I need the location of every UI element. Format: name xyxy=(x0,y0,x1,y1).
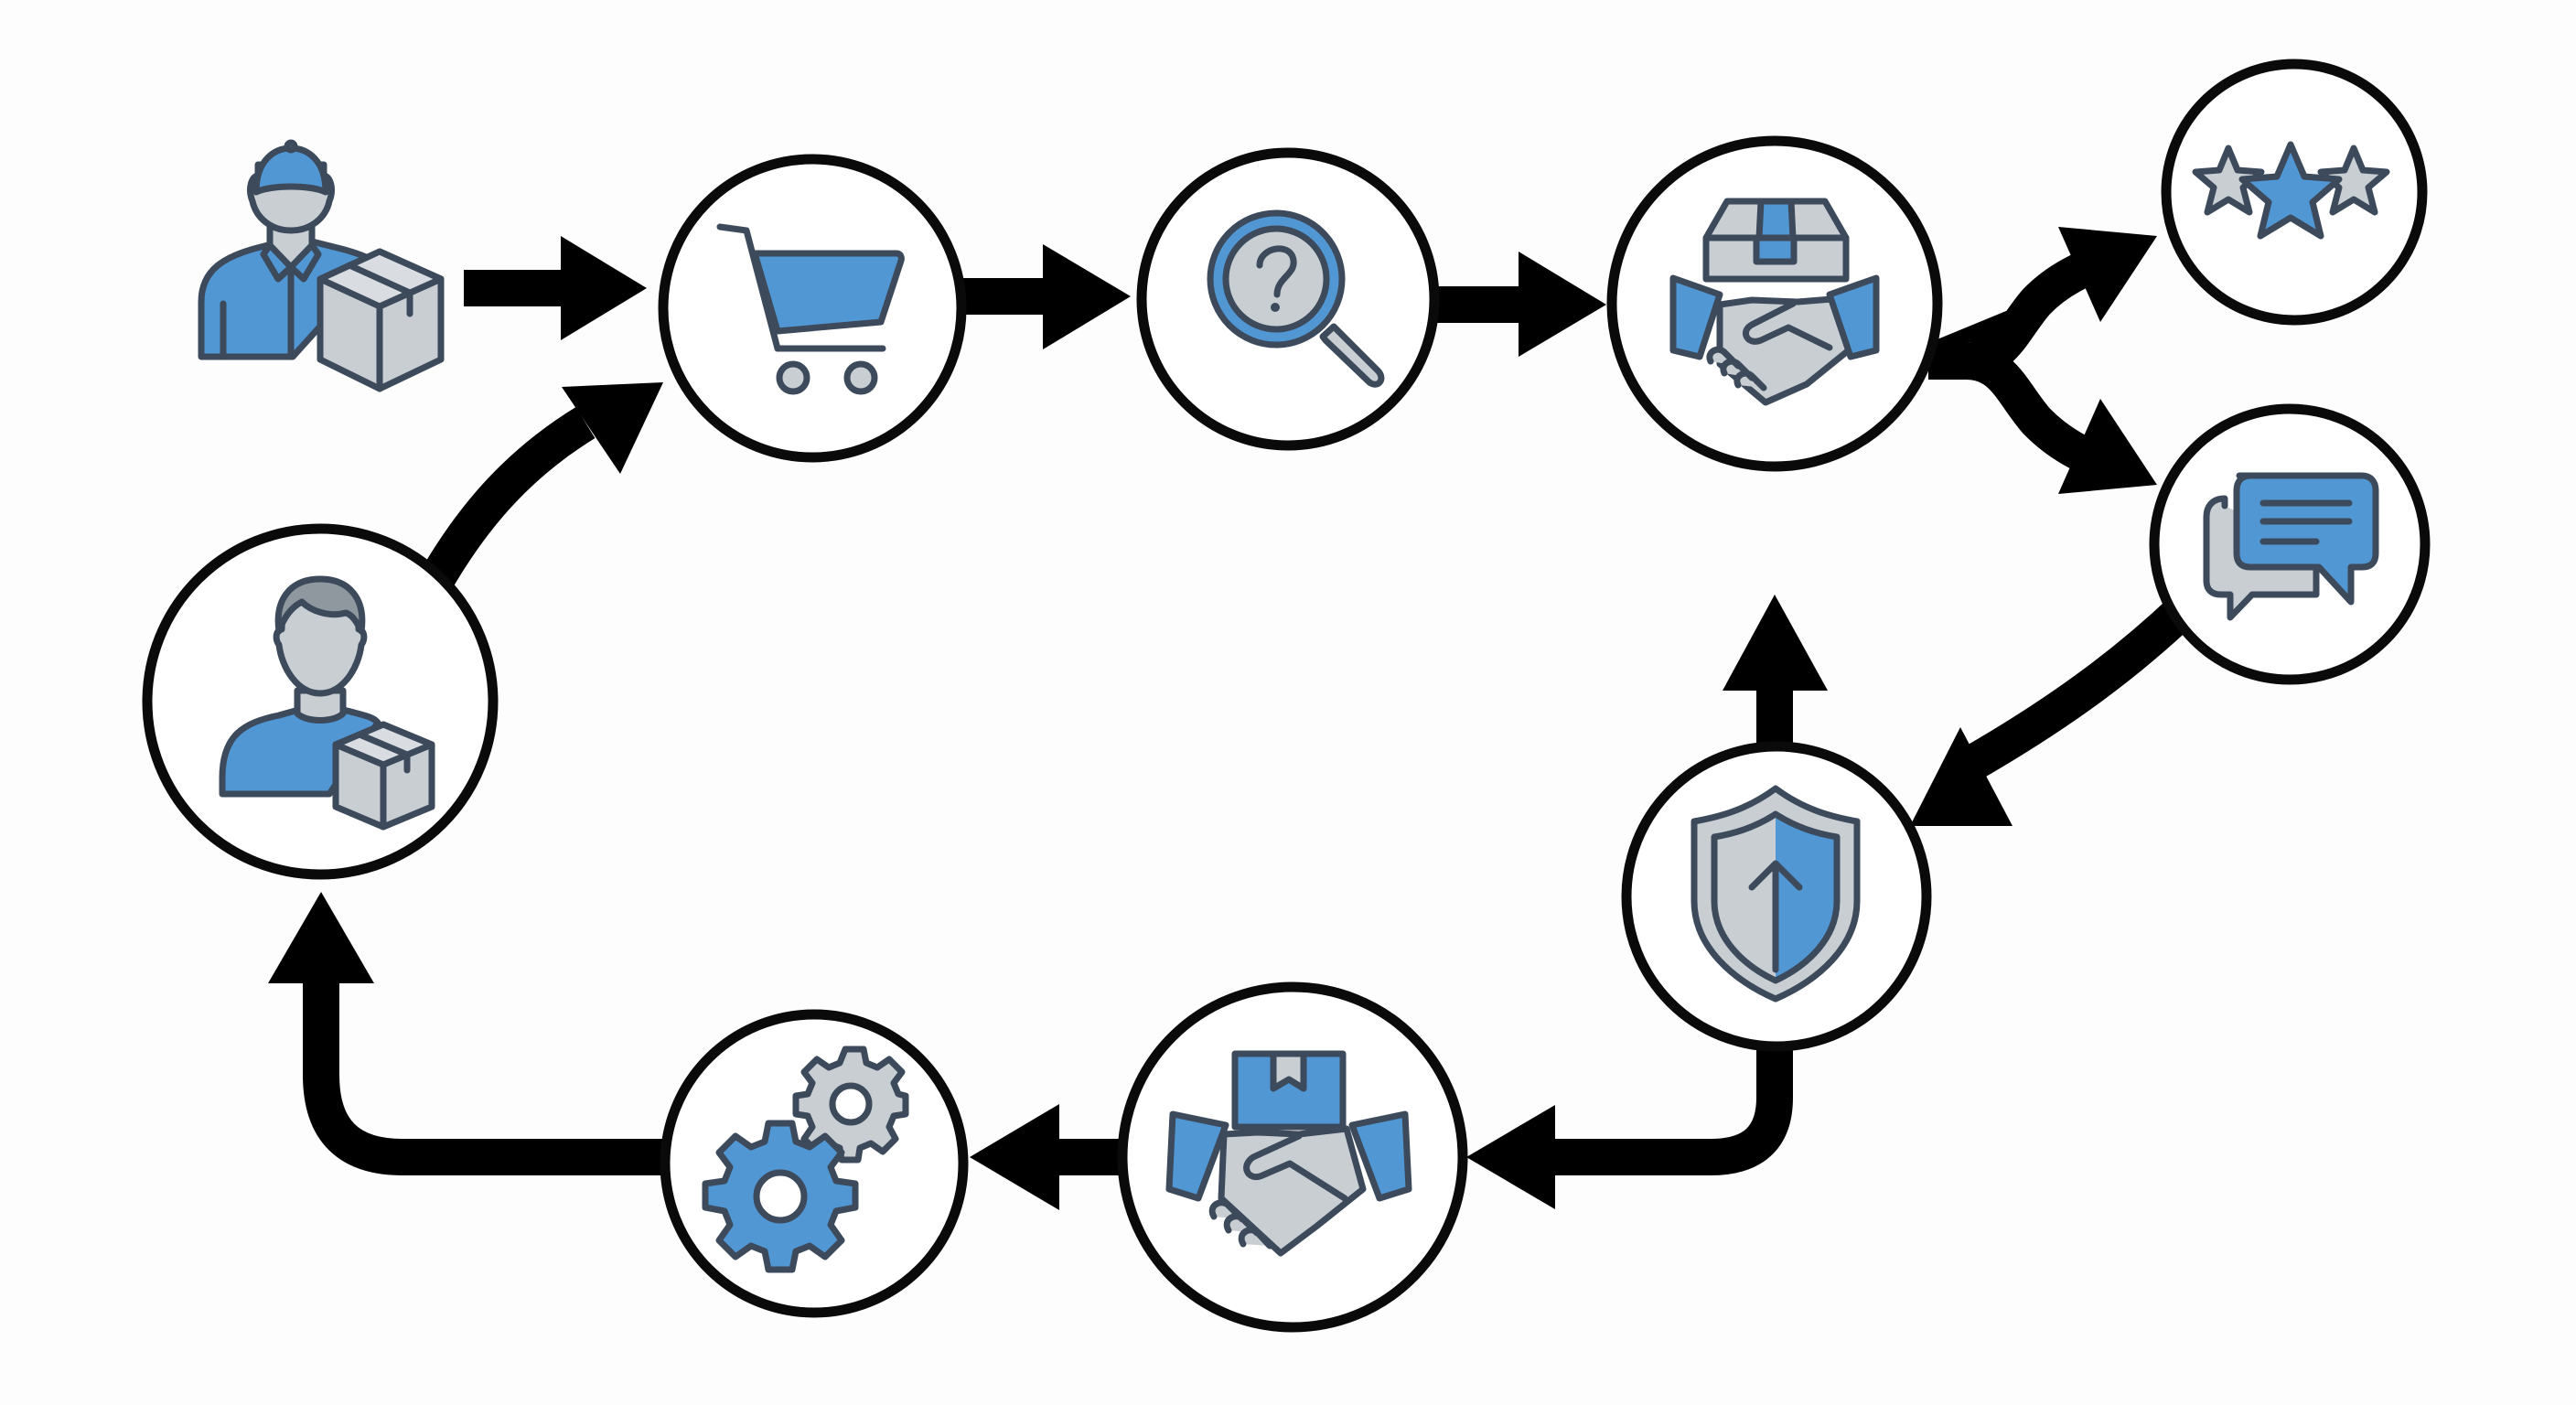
arrowhead-right xyxy=(1519,252,1606,357)
arrowhead-down-left xyxy=(1910,727,2012,826)
package-handshake-icon xyxy=(1165,1050,1412,1257)
arrowhead-upper xyxy=(2058,227,2157,322)
arrow-shaft xyxy=(1433,286,1522,323)
edge-feedback-to-protection xyxy=(1910,595,2197,826)
edge-customer-to-cart xyxy=(421,382,663,588)
shield-arrow-up-icon xyxy=(1690,785,1861,1003)
arrowhead-left xyxy=(1466,1105,1555,1209)
package-box-icon xyxy=(332,721,435,831)
node-processing[interactable] xyxy=(660,1009,969,1318)
star-right xyxy=(2317,145,2390,216)
star-left xyxy=(2192,145,2265,216)
arrow-shaft xyxy=(1546,1043,1793,1175)
arrow-shaft xyxy=(1958,595,2197,783)
edge-courier-to-cart xyxy=(464,236,647,340)
node-rating[interactable] xyxy=(2161,59,2428,326)
arrow-shaft xyxy=(464,270,564,306)
arrowhead-up xyxy=(268,892,374,983)
three-stars-icon xyxy=(2192,141,2390,240)
arrowhead-lower xyxy=(2058,399,2157,494)
magnifier-question-icon xyxy=(1207,209,1385,388)
customer-with-package-icon xyxy=(219,575,435,831)
box-handshake-icon xyxy=(1669,198,1880,406)
node-feedback[interactable] xyxy=(2149,403,2431,685)
edge-protection-to-handover xyxy=(1466,1043,1793,1209)
node-inquiry[interactable] xyxy=(1136,147,1440,451)
gear-small-icon xyxy=(792,1046,909,1164)
node-customer[interactable] xyxy=(142,523,499,880)
node-handover[interactable] xyxy=(1117,981,1468,1333)
edge-protection-up xyxy=(1723,595,1828,759)
edge-handover-to-processing xyxy=(970,1104,1125,1210)
edge-inquiry-to-deal xyxy=(1433,252,1606,357)
gear-large-icon xyxy=(702,1120,859,1273)
arrowhead-up-right xyxy=(562,382,663,474)
branch-upper-stroke xyxy=(1928,243,2110,380)
edge-cart-to-inquiry xyxy=(961,244,1131,349)
delivery-person-icon xyxy=(198,139,381,360)
gears-icon xyxy=(702,1046,909,1273)
chat-bubbles-icon xyxy=(2203,472,2379,621)
node-protection[interactable] xyxy=(1621,741,1932,1052)
arrowhead-right xyxy=(561,236,647,340)
arrow-shaft xyxy=(1052,1139,1125,1175)
arrow-shaft xyxy=(303,974,666,1175)
package-box-icon xyxy=(317,248,445,392)
shopping-cart-icon xyxy=(716,223,905,395)
node-cart[interactable] xyxy=(658,154,967,463)
arrowhead-right xyxy=(1043,244,1131,349)
edge-processing-to-customer xyxy=(268,892,666,1175)
node-courier xyxy=(198,139,445,392)
node-deal[interactable] xyxy=(1606,135,1943,472)
arrow-shaft xyxy=(421,406,596,588)
arrowhead-up xyxy=(1723,595,1828,691)
edge-deal-branch xyxy=(1928,227,2157,494)
arrowhead-left xyxy=(970,1104,1059,1210)
arrow-shaft xyxy=(961,278,1047,315)
star-center xyxy=(2238,141,2343,240)
